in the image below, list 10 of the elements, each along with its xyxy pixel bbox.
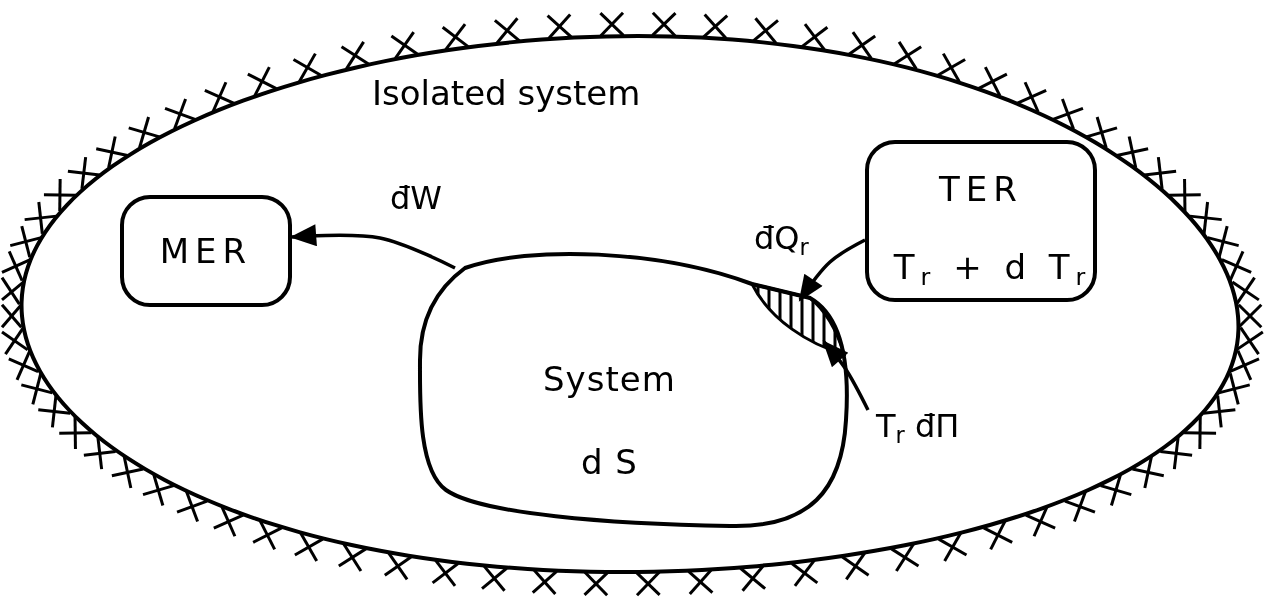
- node-label: T$_{r}$ + d T$_{r}$: [893, 249, 1092, 290]
- edge-label: đQ$_{r}$: [752, 222, 811, 258]
- node-label: TER: [939, 171, 1023, 206]
- arrow: [822, 340, 870, 411]
- node-label: System: [543, 361, 676, 396]
- arrow: [798, 238, 866, 302]
- arrow: [289, 224, 456, 270]
- node-label: d S: [580, 444, 638, 479]
- node-label: MER: [159, 234, 253, 268]
- system-title: Isolated system: [372, 76, 641, 110]
